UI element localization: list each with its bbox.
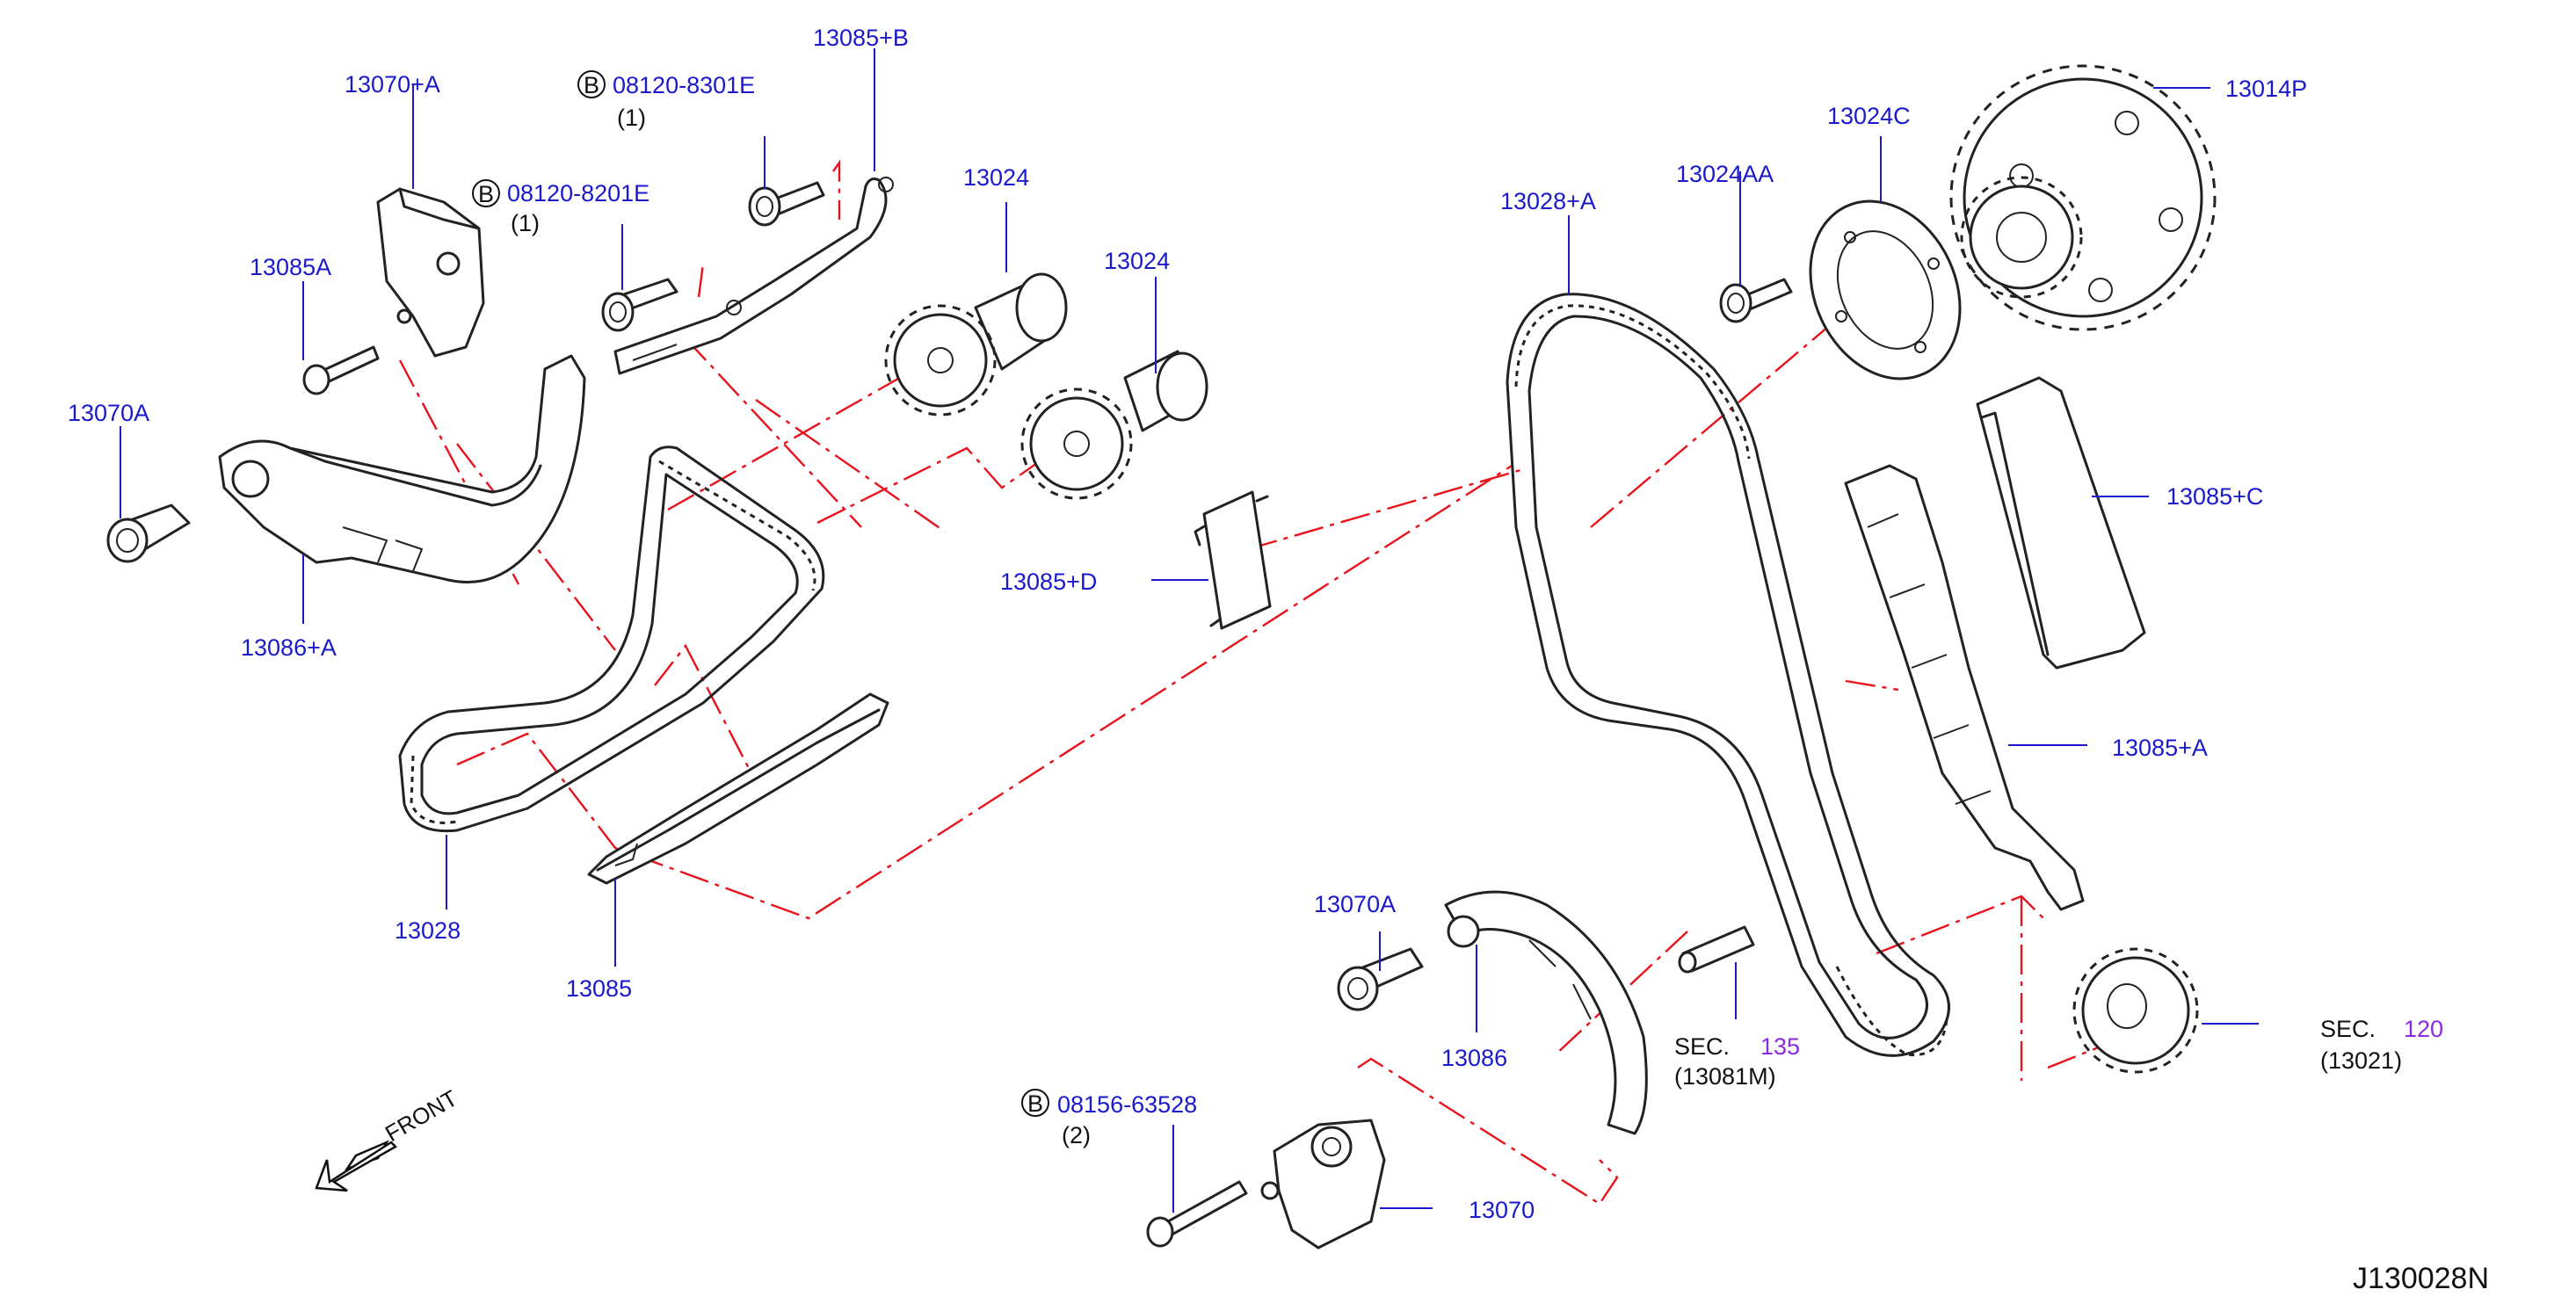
label-sec-135-prefix: SEC.: [1674, 1033, 1730, 1060]
label-08120-8201e-qty: (1): [511, 210, 540, 236]
label-13086: 13086: [1441, 1045, 1507, 1071]
label-13028: 13028: [395, 917, 461, 944]
bolt-13024aa: [1719, 278, 1793, 323]
label-13028-a: 13028+A: [1500, 188, 1596, 214]
bush-13070a-left: [106, 503, 191, 563]
label-sec-135-num: 135: [1760, 1033, 1800, 1060]
label-08156-63528-qty: (2): [1062, 1122, 1091, 1148]
label-13024aa: 13024AA: [1676, 161, 1774, 187]
label-sec-120-sub: (13021): [2320, 1047, 2402, 1074]
label-sec-120-prefix: SEC.: [2320, 1016, 2376, 1042]
label-13024c: 13024C: [1827, 103, 1911, 129]
drawing-reference: J130028N: [2353, 1262, 2489, 1295]
pin-13081m: [1678, 925, 1755, 974]
label-13085-b: 13085+B: [813, 25, 909, 51]
tensioner-13070-a: [376, 187, 485, 358]
label-sec-120-num: 120: [2404, 1016, 2443, 1042]
crank-sprocket-13021: [2072, 947, 2199, 1074]
label-13070a-lower: 13070A: [1314, 891, 1396, 917]
label-13070: 13070: [1469, 1197, 1535, 1223]
cam-sprocket-13024-b: [1020, 350, 1208, 500]
label-08120-8301e: 08120-8301E: [613, 72, 755, 98]
label-13085: 13085: [566, 975, 632, 1002]
plate-13024c: [1809, 199, 1962, 380]
label-13085-c: 13085+C: [2166, 483, 2263, 510]
label-13085a: 13085A: [250, 254, 331, 280]
label-13024-b: 13024: [1104, 248, 1170, 274]
b-marker-63528-text: B: [1027, 1090, 1043, 1117]
bolt-08120-8301e: [748, 181, 825, 227]
label-13024-a: 13024: [963, 164, 1029, 191]
cam-sprocket-13014p: [1949, 64, 2217, 331]
slack-guide-13086-a: [218, 354, 586, 583]
chain-guide-13085-c: [1976, 376, 2146, 670]
b-marker-8201e-text: B: [478, 181, 494, 207]
timing-chain-13028: [398, 446, 825, 833]
tensioner-13070: [1260, 1119, 1386, 1250]
bolt-08156-63528: [1146, 1180, 1248, 1248]
bush-13070a-lower: [1337, 947, 1424, 1011]
front-direction-arrow: FRONT: [315, 1084, 462, 1192]
cam-sprocket-13024-a: [884, 272, 1068, 417]
label-13070-a: 13070+A: [345, 71, 440, 98]
label-13085-d: 13085+D: [1000, 569, 1097, 595]
b-marker-8301e-text: B: [584, 72, 599, 98]
label-08120-8301e-qty: (1): [617, 105, 646, 131]
b-marker-8201e: B: [472, 179, 500, 207]
label-08156-63528: 08156-63528: [1057, 1091, 1197, 1118]
label-13086-a: 13086+A: [241, 634, 337, 661]
chain-guide-13085-b: [613, 177, 894, 375]
bolt-08120-8201e: [601, 278, 678, 332]
front-label: FRONT: [381, 1084, 462, 1147]
chain-guide-13085-d: [1194, 490, 1272, 630]
slack-guide-13086: [1444, 890, 1648, 1135]
chain-guide-13085: [587, 692, 889, 885]
label-sec-135-sub: (13081M): [1674, 1063, 1776, 1090]
label-08120-8201e: 08120-8201E: [507, 180, 649, 206]
b-marker-63528: B: [1021, 1089, 1049, 1117]
label-13014p: 13014P: [2225, 76, 2307, 102]
assembly-lines: [398, 159, 2137, 1206]
label-13070a-left: 13070A: [68, 400, 149, 426]
leader-lines: [120, 48, 2259, 1213]
timing-chain-13028-a: [1506, 293, 1950, 1057]
bolt-13085a: [302, 345, 380, 395]
label-13085-a-long: 13085+A: [2112, 735, 2208, 761]
b-marker-8301e: B: [577, 70, 606, 98]
chain-guide-13085-a-long: [1844, 464, 2085, 911]
